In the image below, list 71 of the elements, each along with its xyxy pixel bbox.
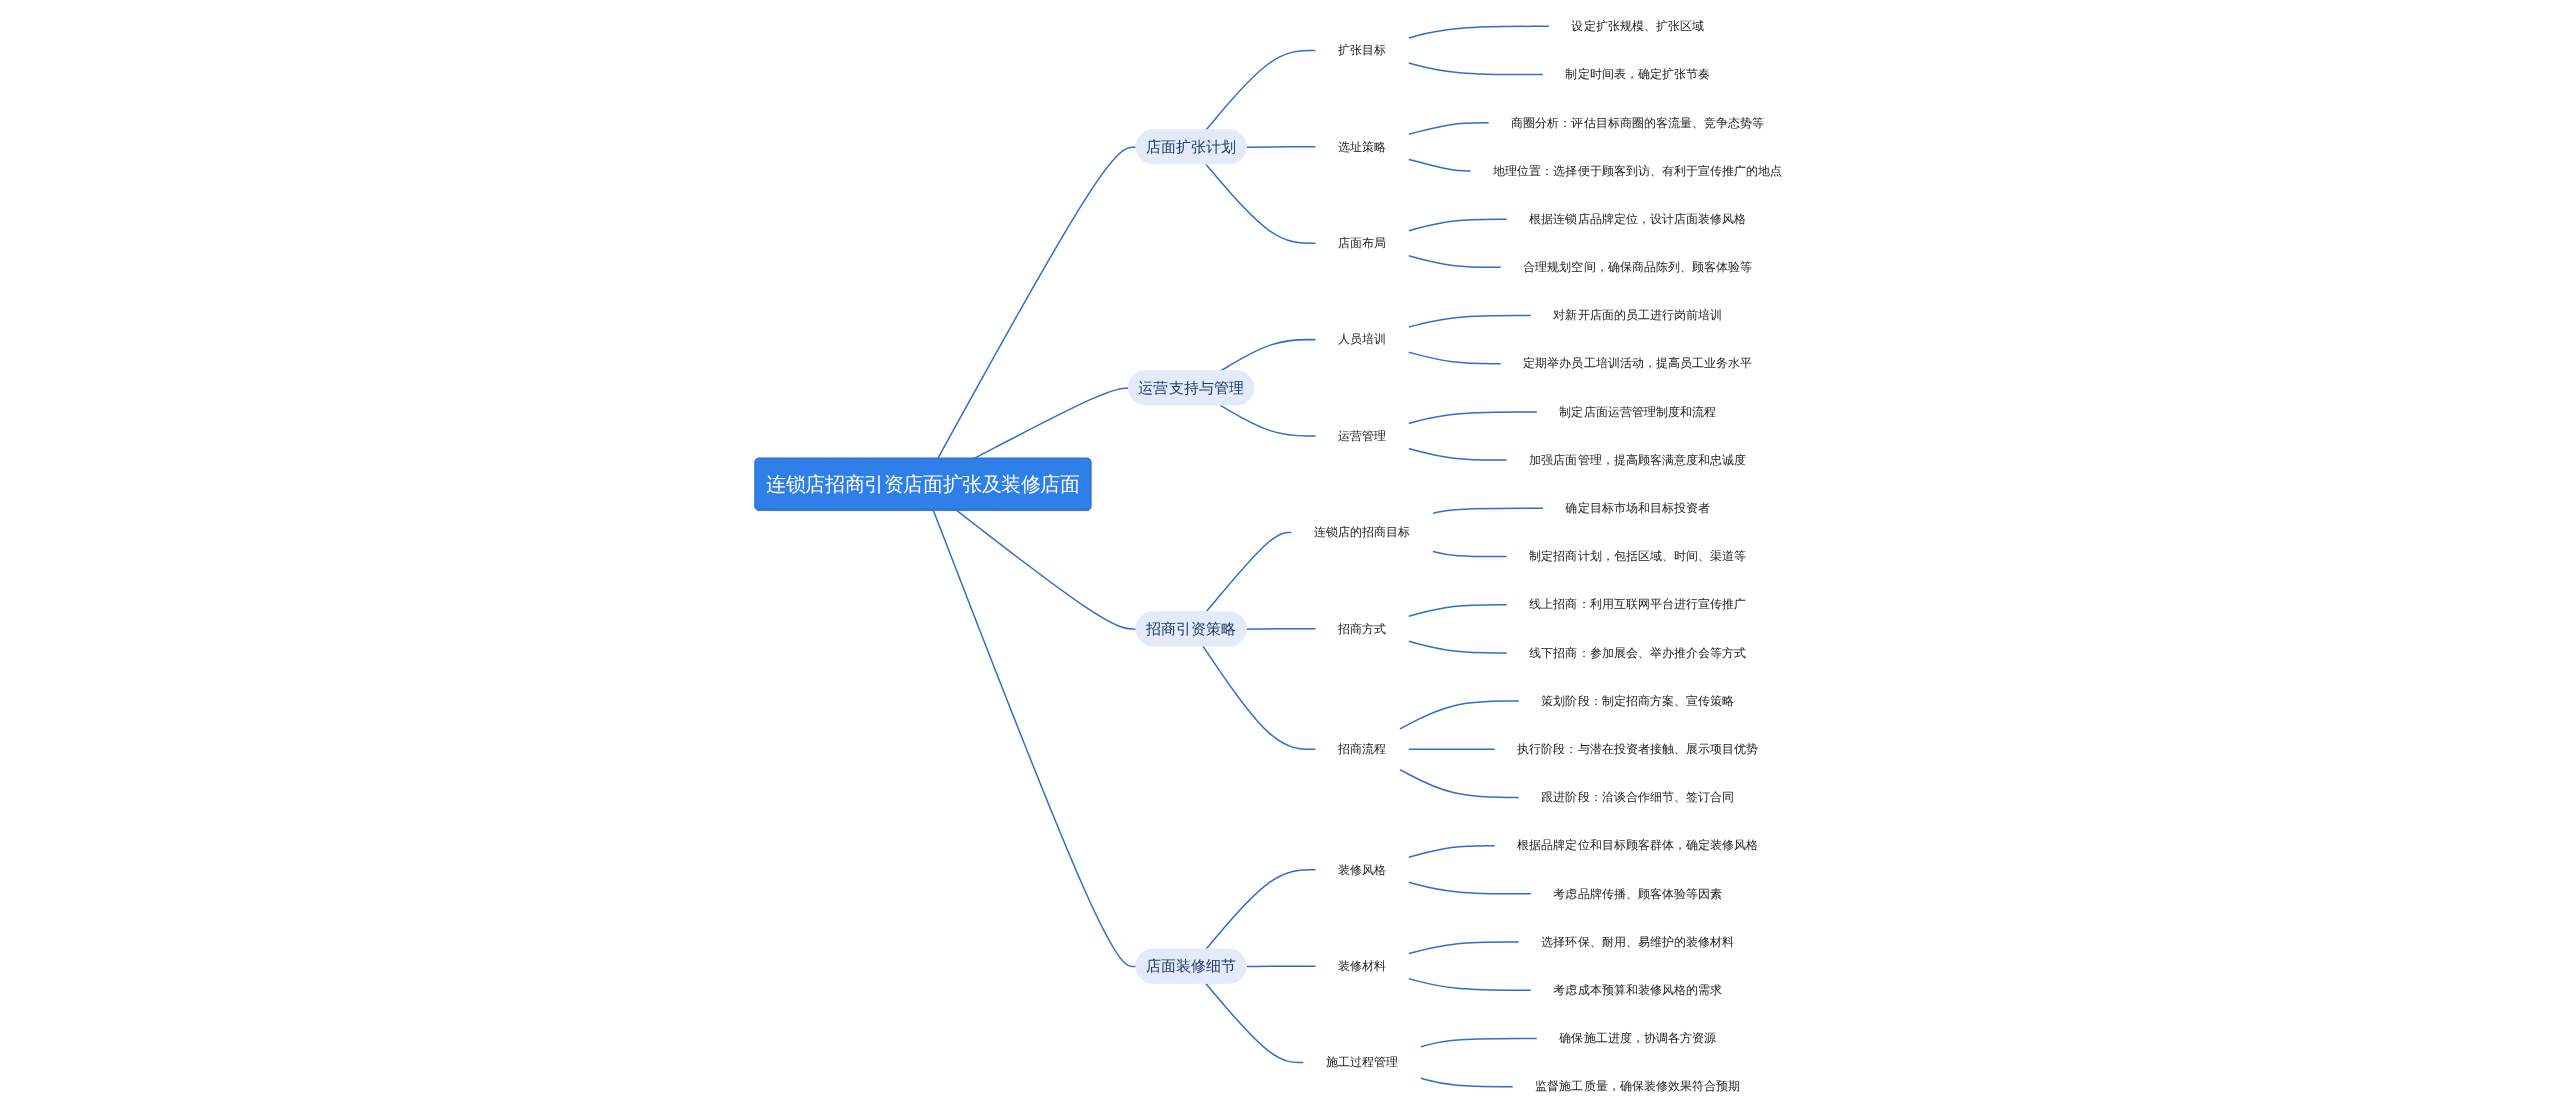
connector (1245, 146, 1317, 148)
connector (1408, 977, 1532, 991)
connector (1408, 411, 1538, 425)
connector (1408, 640, 1508, 654)
connector (1219, 404, 1317, 437)
node-text: 加强店面管理，提高顾客满意度和忠诚度 (1529, 452, 1747, 467)
node-text: 根据连锁店品牌定位，设计店面装修风格 (1529, 211, 1747, 226)
node-text: 执行阶段：与潜在投资者接触、展示项目优势 (1517, 741, 1759, 757)
node-text: 连锁店的招商目标 (1313, 524, 1411, 540)
connector (956, 509, 1138, 630)
connector (1420, 1037, 1538, 1048)
node-text: 对新开店面的员工进行岗前培训 (1553, 308, 1723, 323)
node-text: 运营管理 (1338, 428, 1387, 443)
connector (1399, 700, 1520, 730)
node-text: 跟进阶段：洽谈合作细节、签订合同 (1541, 789, 1735, 805)
connector (1245, 965, 1317, 968)
node-text: 根据品牌定位和目标顾客群体，确定装修风格 (1517, 838, 1759, 853)
connector (1205, 982, 1305, 1064)
node-text: 制定店面运营管理制度和流程 (1559, 404, 1717, 419)
connector (1408, 603, 1508, 617)
node-text: 线上招商：利用互联网平台进行宣传推广 (1529, 597, 1747, 612)
connector (972, 387, 1130, 460)
connector (1408, 255, 1502, 269)
connector (1408, 62, 1544, 76)
connector (1408, 25, 1550, 39)
connector (1408, 314, 1532, 328)
node-text: 施工过程管理 (1326, 1055, 1399, 1070)
node-text: 店面布局 (1338, 235, 1387, 251)
connector (932, 509, 1138, 968)
connector (1205, 531, 1293, 613)
connector (1408, 158, 1472, 172)
node-text: 地理位置：选择便于顾客到访、有利于宣传推广的地点 (1493, 163, 1783, 178)
node-text: 合理规划空间，确保商品陈列、顾客体验等 (1523, 259, 1753, 275)
connector (1408, 218, 1508, 232)
node-text: 选择环保、耐用、易维护的装修材料 (1541, 934, 1735, 949)
node-text: 选址策略 (1338, 139, 1387, 154)
node-text: 确定目标市场和目标投资者 (1565, 500, 1711, 516)
connector (1432, 507, 1544, 515)
node-text: 制定招商计划，包括区域、时间、渠道等 (1529, 548, 1747, 564)
connector (1219, 338, 1317, 372)
node-text: 确保施工进度，协调各方资源 (1559, 1030, 1717, 1046)
node-text: 扩张目标 (1338, 42, 1387, 58)
node-text: 考虑成本预算和装修风格的需求 (1553, 982, 1723, 998)
connector (1245, 628, 1317, 630)
node-text: 制定时间表，确定扩张节奏 (1565, 67, 1711, 82)
connector (1420, 1077, 1514, 1088)
node-text: 监督施工质量，确保装修效果符合预期 (1535, 1079, 1741, 1094)
connector (936, 146, 1138, 460)
node-text: 装修风格 (1338, 862, 1387, 877)
connector (1432, 550, 1508, 558)
connector (1399, 768, 1520, 799)
node-text: 考虑品牌传播、顾客体验等因素 (1553, 886, 1723, 901)
node-text: 人员培训 (1338, 332, 1387, 347)
connector (1202, 645, 1317, 751)
connector (1408, 447, 1508, 461)
node-text: 线下招商：参加展会、举办推介会等方式 (1529, 645, 1747, 660)
node-text: 招商方式 (1338, 621, 1387, 636)
node-text: 招商流程 (1338, 741, 1387, 757)
node-text: 装修材料 (1338, 958, 1387, 973)
connector (1408, 351, 1502, 365)
node-text: 策划阶段：制定招商方案、宣传策略 (1541, 693, 1735, 708)
connector (1408, 122, 1490, 136)
connector (1408, 941, 1520, 955)
connector (1408, 844, 1496, 858)
node-text: 设定扩张规模、扩张区域 (1571, 18, 1705, 34)
connector (1408, 748, 1496, 751)
node-text: 定期举办员工培训活动，提高员工业务水平 (1523, 356, 1753, 371)
connector (1205, 869, 1317, 951)
node-text: 商圈分析：评估目标商圈的客流量、竞争态势等 (1511, 115, 1765, 130)
connector (1408, 881, 1532, 895)
connector (1205, 163, 1317, 244)
